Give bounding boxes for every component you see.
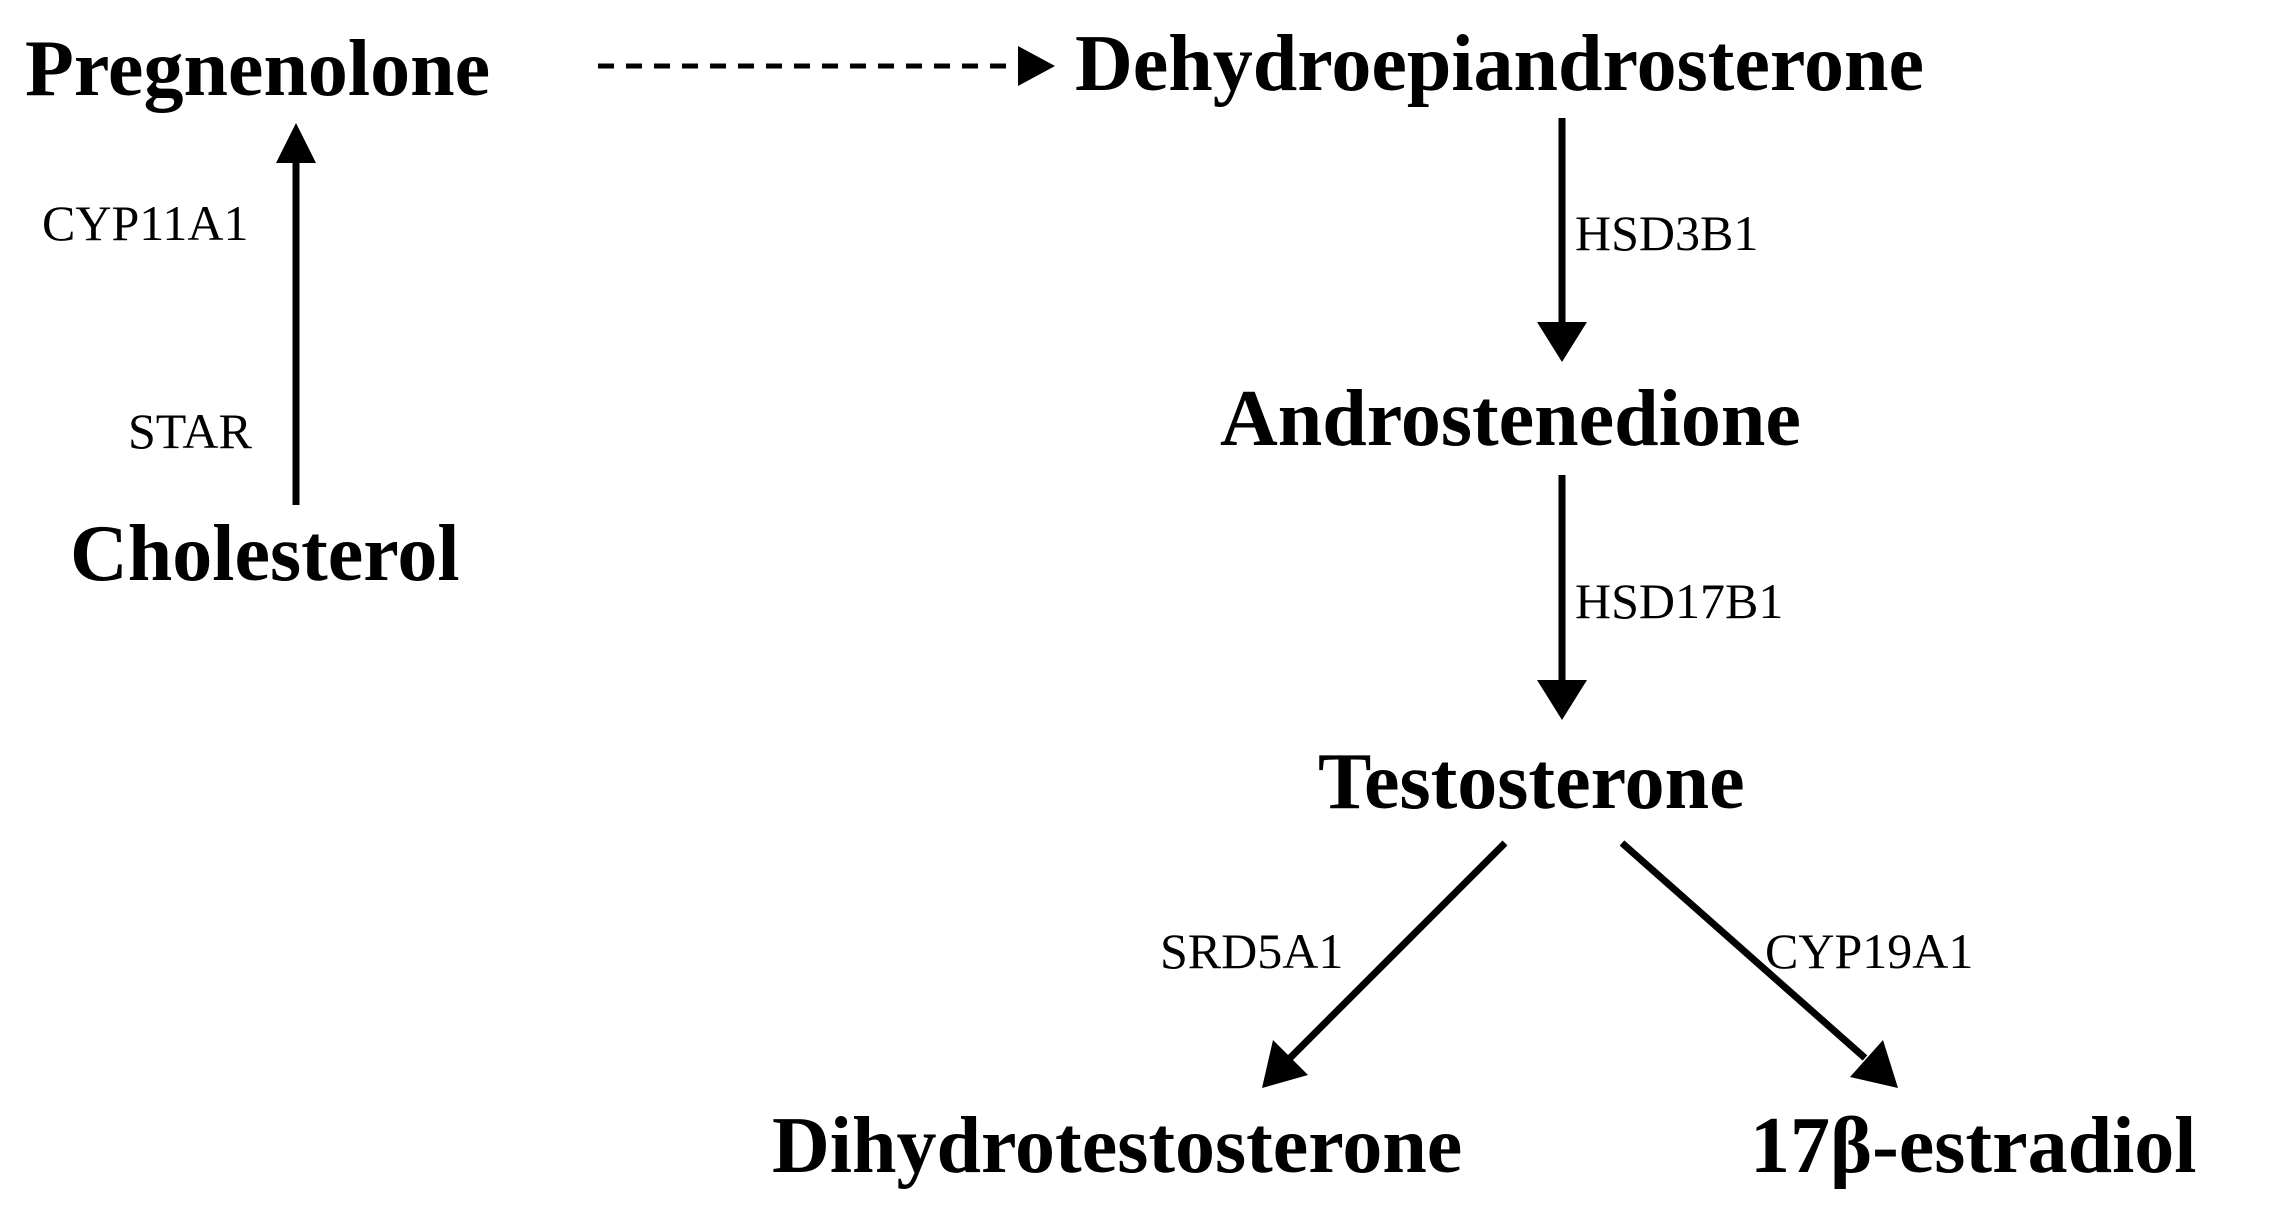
enzyme-cyp19a1: CYP19A1 [1765, 923, 1973, 979]
arrow-pregnenolone-to-dhea [598, 46, 1055, 86]
arrow-androstenedione-to-testosterone [1537, 475, 1587, 720]
arrow-testosterone-to-estradiol [1619, 840, 1898, 1088]
compound-cholesterol: Cholesterol [70, 510, 460, 598]
compound-pregnenolone: Pregnenolone [25, 25, 490, 113]
arrow-dhea-to-androstenedione [1537, 118, 1587, 362]
enzyme-hsd3b1: HSD3B1 [1575, 205, 1758, 261]
compound-dhea: Dehydroepiandrosterone [1075, 20, 1924, 108]
compound-estradiol: 17β-estradiol [1750, 1102, 2197, 1190]
arrow-testosterone-to-dht [1262, 840, 1508, 1088]
compound-testosterone: Testosterone [1318, 738, 1745, 826]
enzyme-cyp11a1: CYP11A1 [42, 195, 249, 251]
enzyme-srd5a1: SRD5A1 [1160, 923, 1343, 979]
arrow-cholesterol-to-pregnenolone [276, 123, 316, 505]
compound-dihydrotestosterone: Dihydrotestosterone [772, 1102, 1462, 1190]
enzyme-star: STAR [128, 403, 252, 459]
enzyme-hsd17b1: HSD17B1 [1575, 573, 1783, 629]
compound-androstenedione: Androstenedione [1220, 375, 1801, 463]
